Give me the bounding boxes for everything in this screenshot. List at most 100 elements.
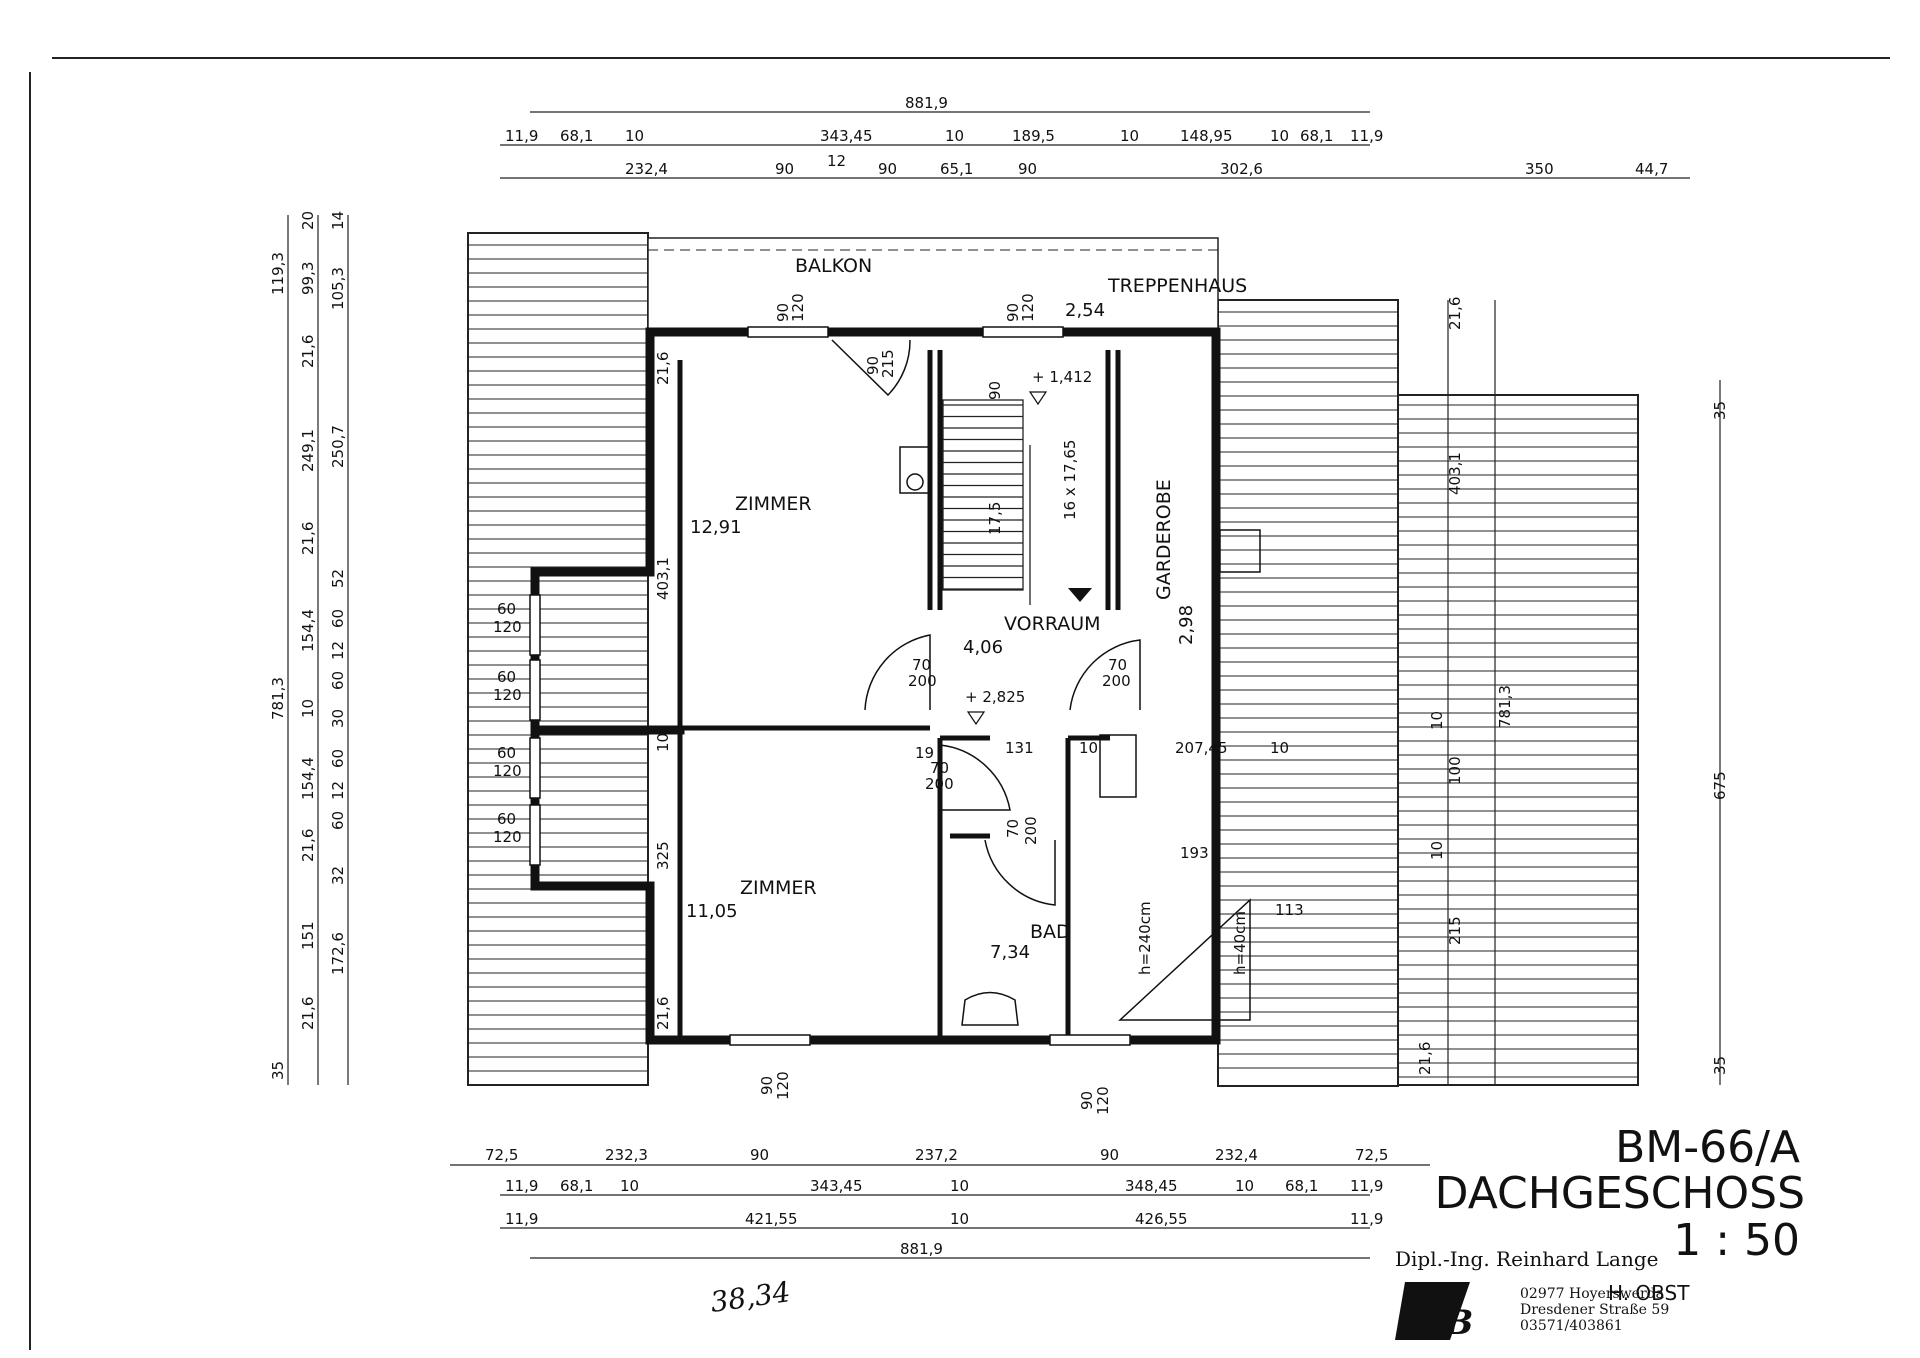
z1-height: 403,1 — [654, 557, 672, 600]
dim-b3-4: 426,55 — [1135, 1210, 1188, 1228]
dim-r10: 35 — [1711, 1056, 1729, 1075]
left-dims-text: 119,3 21,6 249,1 21,6 154,4 10 154,4 21,… — [269, 211, 347, 1080]
wall-10a: 10 — [654, 733, 672, 752]
open-dorm2-w: 60 — [497, 668, 516, 686]
dim-b2: 232,3 — [605, 1146, 648, 1164]
open-db-w: 90 — [864, 356, 882, 375]
open-wbotr-w: 90 — [1078, 1091, 1096, 1110]
room-labels: BALKON TREPPENHAUS 2,54 ZIMMER 12,91 ZIM… — [686, 255, 1247, 963]
dim-b2-5: 10 — [950, 1177, 969, 1195]
dim-t6: 189,5 — [1012, 127, 1055, 145]
open-dorm1-w: 60 — [497, 600, 516, 618]
dim-l2-4: 781,3 — [269, 677, 287, 720]
dim-t9: 10 — [1270, 127, 1289, 145]
dim-r4: 10 — [1428, 711, 1446, 730]
dim-r3: 21,6 — [1446, 297, 1464, 330]
dim-t7: 10 — [1120, 127, 1139, 145]
roof-hatching-right — [1217, 299, 1639, 1087]
open-wbl-w: 90 — [774, 303, 792, 322]
dim-chain-right — [1447, 300, 1721, 1085]
dim-t2: 68,1 — [560, 127, 593, 145]
hatch-lines-right — [1218, 311, 1638, 1078]
area-treppenhaus: 2,54 — [1065, 300, 1105, 321]
open-dorm3-h: 120 — [493, 762, 522, 780]
dim-l6: 10 — [299, 699, 317, 718]
dim-b3-2: 421,55 — [745, 1210, 798, 1228]
label-bad: BAD — [1030, 921, 1071, 943]
balcony — [647, 237, 1219, 331]
dim-b2-9: 11,9 — [1350, 1177, 1383, 1195]
dim-l3-9: 12 — [329, 781, 347, 800]
hatch-lines-left — [468, 244, 648, 1072]
open-wbotl-w: 90 — [758, 1076, 776, 1095]
dim-t3: 10 — [625, 127, 644, 145]
dim-t5: 10 — [945, 127, 964, 145]
area-zimmer-1: 12,91 — [690, 517, 742, 538]
dim-b7: 72,5 — [1355, 1146, 1388, 1164]
drawing-code: BM-66/A — [1615, 1122, 1800, 1173]
sheet-border — [29, 57, 1890, 1350]
dim-l3-10: 60 — [329, 811, 347, 830]
bad-b: 193 — [1180, 844, 1209, 862]
wall-10: 10 — [1079, 739, 1098, 757]
z2-height: 325 — [654, 841, 672, 870]
dim-l3-4: 60 — [329, 609, 347, 628]
dim-l3-8: 60 — [329, 749, 347, 768]
open-dg-h: 200 — [1102, 672, 1131, 690]
opening-labels: 90 120 90 215 90 120 70 200 70 200 70 20… — [493, 293, 1131, 1115]
windows — [529, 326, 1131, 1046]
logo-text: BIB — [1399, 1303, 1473, 1343]
open-dg-w: 70 — [1108, 656, 1127, 674]
dim-t2-2: 90 — [775, 160, 794, 178]
address-2: Dresdener Straße 59 — [1520, 1302, 1669, 1318]
dim-chain-bottom — [450, 1164, 1430, 1259]
label-treppenhaus: TREPPENHAUS — [1107, 275, 1247, 297]
label-vorraum: VORRAUM — [1004, 613, 1101, 635]
floor-name: DACHGESCHOSS — [1435, 1168, 1805, 1219]
dim-l3-11: 32 — [329, 866, 347, 885]
h-right: h=240cm — [1136, 901, 1154, 975]
open-dorm2-h: 120 — [493, 686, 522, 704]
dim-t8: 148,95 — [1180, 127, 1233, 145]
scale: 1 : 50 — [1673, 1215, 1800, 1266]
dim-t1: 11,9 — [505, 127, 538, 145]
address-1: 02977 Hoyerswerda — [1520, 1286, 1664, 1302]
label-balkon: BALKON — [795, 255, 872, 277]
dim-t2-1: 232,4 — [625, 160, 668, 178]
label-zimmer-2: ZIMMER — [740, 877, 817, 899]
right-dims-text: 35 403,1 21,6 10 781,3 100 675 10 215 35… — [1416, 297, 1729, 1075]
dim-t2-6: 90 — [1018, 160, 1037, 178]
dim-r6: 100 — [1446, 756, 1464, 785]
dim-b3-5: 11,9 — [1350, 1210, 1383, 1228]
dim-l3-2: 105,3 — [329, 267, 347, 310]
wall-19: 19 — [915, 744, 934, 762]
dim-l11: 35 — [269, 1061, 287, 1080]
dim-t4: 343,45 — [820, 127, 873, 145]
dim-l5: 154,4 — [299, 609, 317, 652]
dim-t2-9: 44,7 — [1635, 160, 1668, 178]
open-dbad-w: 70 — [1004, 819, 1022, 838]
open-wbr-h: 120 — [1019, 293, 1037, 322]
stair-width: 90 — [986, 381, 1004, 400]
overall-width-top: 881,9 — [905, 94, 948, 112]
dim-b4: 237,2 — [915, 1146, 958, 1164]
fixtures — [899, 446, 1261, 1026]
title-block: BM-66/A DACHGESCHOSS 1 : 50 Dipl.-Ing. R… — [1395, 1122, 1805, 1343]
dim-r1: 35 — [1711, 401, 1729, 420]
bottom-dims-text: 72,5 232,3 90 237,2 90 232,4 72,5 11,9 6… — [485, 1146, 1388, 1258]
dim-b1: 72,5 — [485, 1146, 518, 1164]
dim-r5: 781,3 — [1496, 685, 1514, 728]
staircase — [942, 399, 1031, 605]
label-garderobe: GARDEROBE — [1153, 479, 1175, 600]
open-wbotr-h: 120 — [1094, 1086, 1112, 1115]
dim-t2-3: 12 — [827, 152, 846, 170]
wall-216a: 21,6 — [654, 352, 672, 385]
dim-l7: 154,4 — [299, 757, 317, 800]
dim-r9: 215 — [1446, 916, 1464, 945]
area-garderobe: 2,98 — [1176, 605, 1197, 645]
level-vorraum: + 2,825 — [965, 688, 1025, 706]
dim-l1: 119,3 — [269, 252, 287, 295]
open-dz1-w: 70 — [912, 656, 931, 674]
dim-l3: 249,1 — [299, 429, 317, 472]
